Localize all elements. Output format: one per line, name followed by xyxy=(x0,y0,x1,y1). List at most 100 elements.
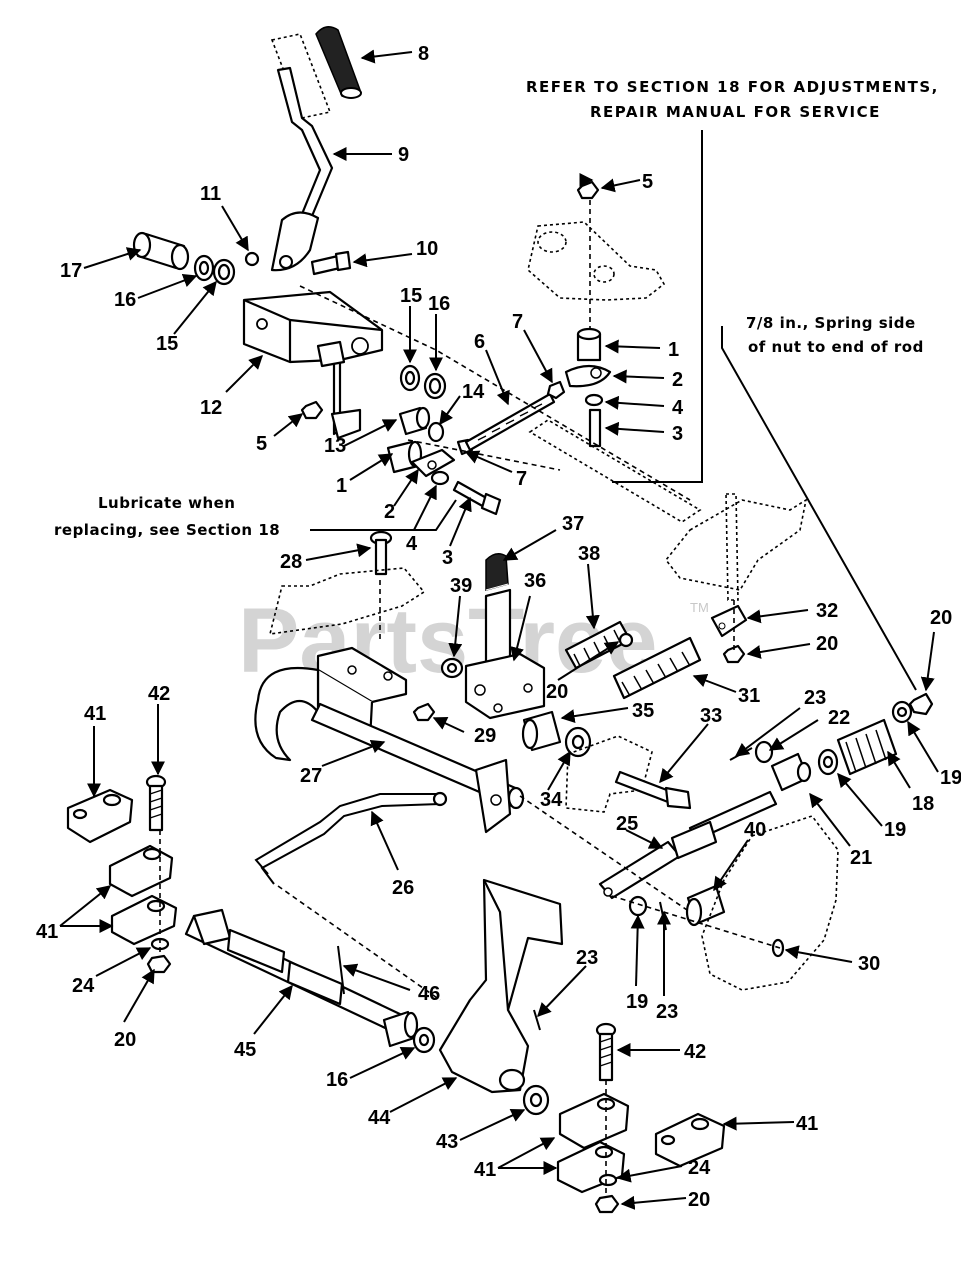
note-adjust-line2: REPAIR MANUAL FOR SERVICE xyxy=(590,103,881,121)
clip-32 xyxy=(710,604,748,638)
watermark-tm: TM xyxy=(690,600,709,615)
bolt-3-lower xyxy=(452,480,502,516)
washer-15 xyxy=(212,258,236,286)
callout-37: 37 xyxy=(562,513,584,535)
callout-20-d: 20 xyxy=(114,1029,136,1051)
mount-plate-phantom xyxy=(268,567,426,635)
note-leaders xyxy=(310,130,917,691)
washer-16-c xyxy=(412,1026,436,1054)
callout-15: 15 xyxy=(156,333,178,355)
callout-16-b: 16 xyxy=(428,293,450,315)
callout-7: 7 xyxy=(512,311,523,333)
callout-40: 40 xyxy=(744,819,766,841)
washer-4-upper xyxy=(584,393,604,407)
callout-20: 20 xyxy=(816,633,838,655)
callout-20-e: 20 xyxy=(688,1189,710,1211)
callout-29: 29 xyxy=(474,725,496,747)
brake-arm-phantom xyxy=(664,493,808,601)
nut-7-upper xyxy=(546,380,566,400)
clip-14 xyxy=(427,421,445,443)
callout-18: 18 xyxy=(912,793,934,815)
clamp-block-41-e xyxy=(654,1112,726,1168)
callout-41-c: 41 xyxy=(796,1113,818,1135)
callout-3: 3 xyxy=(672,423,683,445)
nut-5 xyxy=(300,400,324,420)
callout-31: 31 xyxy=(738,685,760,707)
callout-1: 1 xyxy=(668,339,679,361)
callout-33: 33 xyxy=(700,705,722,727)
callout-23: 23 xyxy=(804,687,826,709)
carriage-bolt-28 xyxy=(369,530,393,576)
callout-32: 32 xyxy=(816,600,838,622)
callout-labels: 8 9 11 10 17 16 15 12 15 16 5 5 6 7 1 2 … xyxy=(36,43,961,1211)
callout-8: 8 xyxy=(418,43,429,65)
cross-shaft-27 xyxy=(310,702,525,834)
callout-39: 39 xyxy=(450,575,472,597)
callout-23-b: 23 xyxy=(656,1001,678,1023)
grip-cap-37 xyxy=(485,553,509,591)
lever-bracket-12 xyxy=(242,290,384,440)
carriage-bolt-42 xyxy=(145,774,167,832)
bolt-10 xyxy=(310,250,352,276)
washer-16-b xyxy=(423,372,447,400)
callout-45: 45 xyxy=(234,1039,256,1061)
ball-joint-2-lower xyxy=(410,448,456,478)
clamp-block-41-top xyxy=(66,788,134,844)
notes: REFER TO SECTION 18 FOR ADJUSTMENTS, REP… xyxy=(54,78,937,539)
callout-44: 44 xyxy=(368,1107,391,1129)
nut-29 xyxy=(412,702,436,722)
callout-6: 6 xyxy=(474,331,485,353)
callout-30: 30 xyxy=(858,953,880,975)
callout-16: 16 xyxy=(114,289,136,311)
note-spring-line2: of nut to end of rod xyxy=(748,338,924,356)
callout-46: 46 xyxy=(418,983,440,1005)
washer-15-b xyxy=(399,364,421,392)
callout-24: 24 xyxy=(72,975,95,997)
pivot-plate-phantom xyxy=(527,221,666,301)
washer-19-a xyxy=(817,748,839,776)
callout-1-b: 1 xyxy=(336,475,347,497)
washer-24-b xyxy=(598,1173,618,1187)
bushing-34 xyxy=(564,726,592,758)
bolt-3-upper xyxy=(588,408,602,448)
callout-42-b: 42 xyxy=(684,1041,706,1063)
washer-43 xyxy=(522,1084,550,1116)
callout-23-c: 23 xyxy=(576,947,598,969)
callout-17: 17 xyxy=(60,260,82,282)
callout-21: 21 xyxy=(850,847,872,869)
cotter-23-c xyxy=(533,1009,541,1031)
callout-36: 36 xyxy=(524,570,546,592)
callout-20-b: 20 xyxy=(930,607,952,629)
callout-arrows xyxy=(59,49,939,1210)
callout-2: 2 xyxy=(672,369,683,391)
bolt-33 xyxy=(614,770,692,810)
nut-5-upper xyxy=(576,180,600,200)
callout-5: 5 xyxy=(256,433,267,455)
callout-12: 12 xyxy=(200,397,222,419)
pedal-arm-44 xyxy=(438,878,564,1094)
brake-rod-26 xyxy=(254,791,448,885)
washer-22 xyxy=(754,740,774,764)
callout-14: 14 xyxy=(462,381,485,403)
bushing-17 xyxy=(132,231,190,271)
threaded-rod-40 xyxy=(670,790,778,860)
callout-27: 27 xyxy=(300,765,322,787)
callout-19-c: 19 xyxy=(626,991,648,1013)
brake-plate-36 xyxy=(464,588,546,720)
washer-39 xyxy=(440,657,464,679)
link-25 xyxy=(598,840,682,900)
clamp-block-41-c xyxy=(558,1092,630,1150)
note-lube-line2: replacing, see Section 18 xyxy=(54,521,280,539)
ferrule-21 xyxy=(770,752,812,792)
callout-4-b: 4 xyxy=(406,533,418,555)
callout-20-c: 20 xyxy=(546,681,568,703)
callout-41-b: 41 xyxy=(36,921,58,943)
callout-22: 22 xyxy=(828,707,850,729)
callout-7-b: 7 xyxy=(516,468,527,490)
callout-42: 42 xyxy=(148,683,170,705)
carriage-bolt-42-b xyxy=(595,1022,617,1082)
callout-2-b: 2 xyxy=(384,501,395,523)
cotter-46 xyxy=(337,945,345,995)
